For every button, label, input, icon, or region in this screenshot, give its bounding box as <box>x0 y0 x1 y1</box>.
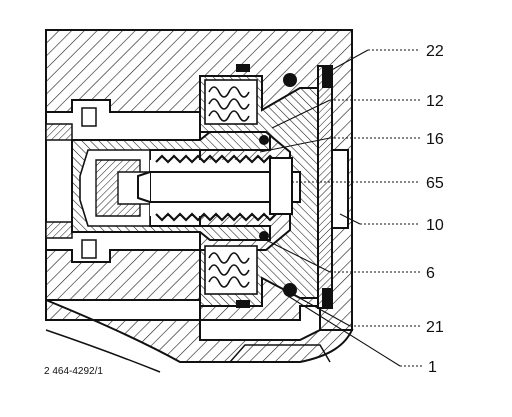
upper-spring-pocket <box>204 79 258 125</box>
callout-22: 22 <box>426 43 444 60</box>
callout-10: 10 <box>426 217 444 234</box>
callout-1: 1 <box>428 359 437 376</box>
callout-12: 12 <box>426 93 444 110</box>
callout-21: 21 <box>426 319 444 336</box>
callout-65: 65 <box>426 175 444 192</box>
cap-ring <box>199 75 319 307</box>
drawing-code: 2 464-4292/1 <box>44 366 103 377</box>
leader-lines <box>259 49 424 367</box>
end-cover <box>317 65 349 309</box>
plunger-rod <box>137 157 301 215</box>
callout-16: 16 <box>426 131 444 148</box>
callout-6: 6 <box>426 265 435 282</box>
seals <box>236 64 297 308</box>
lower-spring-pocket <box>204 245 258 295</box>
